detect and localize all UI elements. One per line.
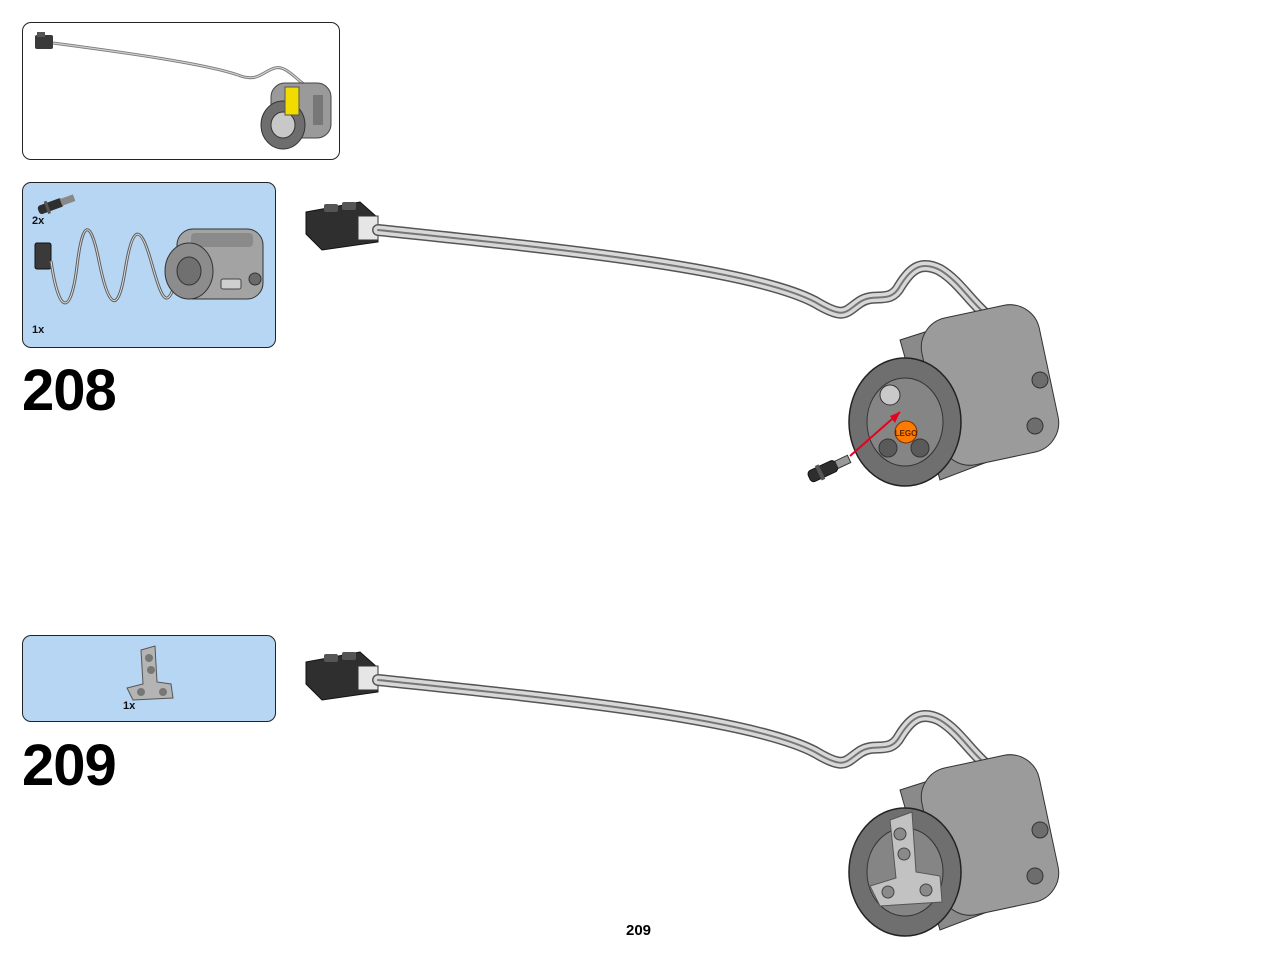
xl-motor-icon: LEGO bbox=[848, 304, 1060, 487]
part-quantity: 2x bbox=[32, 215, 45, 227]
step-209-assembly-illustration bbox=[305, 651, 1060, 937]
step-208-assembly-illustration: LEGO bbox=[305, 201, 1060, 487]
axle-pin-icon bbox=[807, 454, 852, 483]
svg-text:LEGO: LEGO bbox=[895, 429, 918, 438]
page-number: 209 bbox=[626, 922, 652, 939]
t-beam-icon bbox=[126, 645, 174, 701]
assembly-arrow bbox=[849, 411, 901, 457]
t-beam-icon bbox=[869, 811, 943, 907]
part-quantity: 1x bbox=[32, 324, 45, 336]
step-number: 209 bbox=[22, 733, 117, 798]
step-number: 208 bbox=[22, 358, 117, 423]
power-functions-connector-icon bbox=[305, 651, 379, 701]
step-209-parts-panel: 1x bbox=[22, 635, 276, 722]
subassembly-callout bbox=[22, 22, 340, 160]
step-208-parts-panel: 2x 1x bbox=[22, 182, 276, 348]
xl-motor-icon bbox=[34, 228, 264, 305]
part-quantity: 1x bbox=[123, 700, 136, 712]
power-functions-connector-icon bbox=[305, 201, 379, 251]
axle-pin-icon bbox=[37, 194, 76, 215]
subassembly-motor-cable-icon bbox=[35, 32, 332, 150]
xl-motor-icon bbox=[848, 754, 1060, 937]
